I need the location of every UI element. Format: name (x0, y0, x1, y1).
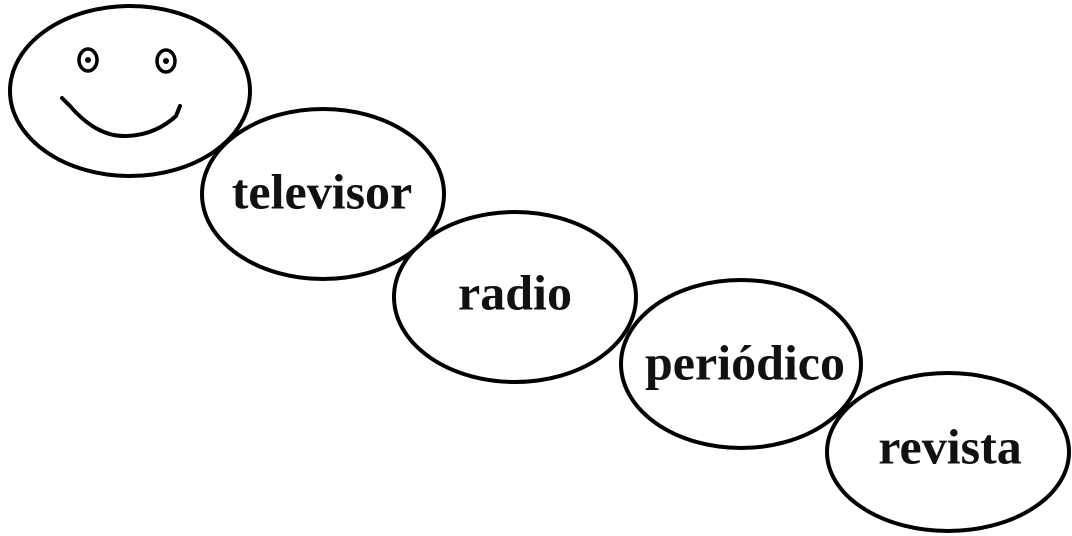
right-eye-icon (155, 48, 177, 74)
segment-label-periodico: periódico (645, 334, 845, 390)
segment-label-radio: radio (458, 264, 572, 320)
smile-mouth-icon (60, 96, 182, 138)
segment-radio: radio (392, 210, 638, 384)
segment-periodico: periódico (619, 278, 863, 450)
left-eye-icon (77, 47, 99, 73)
segment-revista: revista (825, 371, 1071, 533)
segment-label-revista: revista (878, 418, 1021, 474)
caterpillar-head (8, 4, 252, 178)
segment-label-televisor: televisor (232, 163, 412, 219)
smiley-face-icon (60, 47, 182, 138)
segment-televisor: televisor (200, 107, 446, 281)
